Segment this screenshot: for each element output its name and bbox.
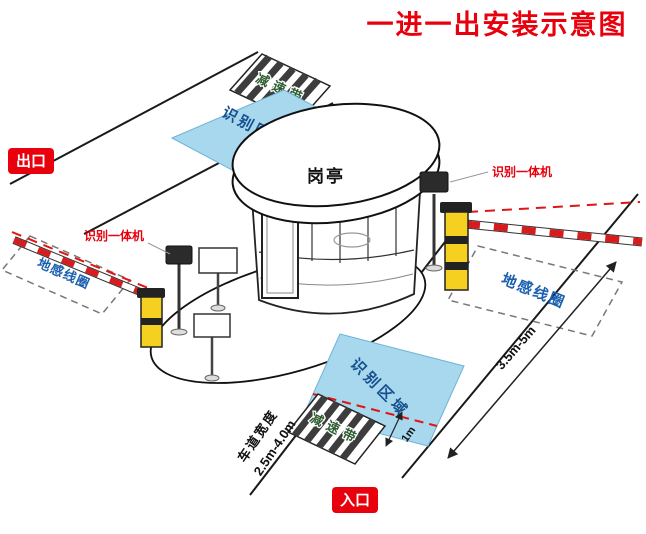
camera-right-base xyxy=(425,264,443,272)
recognition-camera-right: 识别一体机 xyxy=(419,164,552,272)
camera-right-label: 识别一体机 xyxy=(492,164,552,179)
barrier-right-post-band-2 xyxy=(445,262,468,270)
dimension-line-stop-offset xyxy=(385,411,403,447)
barrier-gate-right xyxy=(440,201,643,291)
sign-boards xyxy=(193,247,238,382)
booth-interior-table xyxy=(333,232,371,248)
speed-bump-bottom-stripes xyxy=(292,394,376,461)
booth-roof-top xyxy=(231,102,441,208)
camera-right-leader-line xyxy=(449,171,489,183)
barrier-right-guide-dashed-line xyxy=(467,201,641,213)
barrier-right-post-band-1 xyxy=(445,236,468,244)
entrance-badge: 入口 xyxy=(332,487,378,513)
dimension-line-lane-length xyxy=(447,261,617,459)
ground-coil-left: 地感线圈 xyxy=(0,235,132,315)
booth-label: 岗亭 xyxy=(307,166,345,186)
camera-left-leader-line xyxy=(147,242,171,255)
barrier-left-guide-dashed-line xyxy=(11,231,149,289)
entrance-badge-label: 入口 xyxy=(340,492,370,509)
sign-board-1-base xyxy=(210,304,226,312)
sign-board-2 xyxy=(193,313,231,338)
barrier-gate-left xyxy=(11,231,165,348)
barrier-right-post-cap xyxy=(440,202,472,213)
recognition-camera-left: 识别一体机 xyxy=(84,228,193,336)
ground-coil-right: 地感线圈 xyxy=(446,245,624,337)
barrier-left-post-band xyxy=(141,318,162,325)
exit-badge: 出口 xyxy=(8,148,54,174)
barrier-left-arm-base xyxy=(12,237,152,299)
camera-left-label: 识别一体机 xyxy=(84,228,144,243)
exit-badge-label: 出口 xyxy=(16,152,46,170)
barrier-right-arm-stripes xyxy=(465,220,643,246)
entrance-badge-box xyxy=(332,487,378,513)
barrier-right-post xyxy=(444,211,469,291)
sign-board-2-base xyxy=(204,374,220,382)
sign-board-1 xyxy=(198,247,238,274)
camera-left-base xyxy=(170,328,188,336)
dimension-lane-length-label: 3.5m-5m xyxy=(493,323,539,373)
guard-booth: 岗亭 xyxy=(231,102,441,315)
camera-left-head-icon xyxy=(165,245,193,265)
barrier-left-post-cap xyxy=(137,288,165,298)
stop-line xyxy=(312,393,438,427)
page-title: 一进一出安装示意图 xyxy=(367,9,628,40)
ground-coil-left-outline xyxy=(0,235,132,315)
camera-right-head-icon xyxy=(419,171,449,193)
speed-bump-bottom: 减速带 xyxy=(286,393,387,465)
exit-badge-box xyxy=(8,148,54,174)
